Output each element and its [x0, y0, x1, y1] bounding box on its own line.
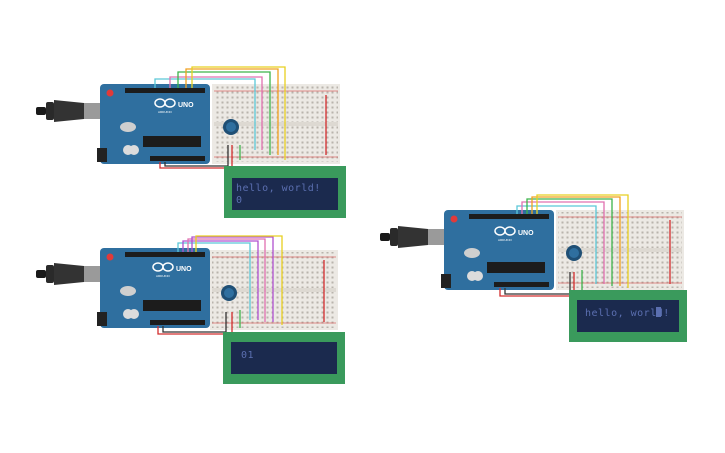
- breadboard[interactable]: [212, 84, 340, 164]
- potentiometer[interactable]: [566, 245, 582, 261]
- lcd-line-1: 01: [241, 350, 254, 361]
- board-model-label: UNO: [518, 230, 534, 237]
- usb-cable[interactable]: [36, 100, 100, 122]
- wires: [499, 194, 671, 297]
- board-model-label: UNO: [178, 102, 194, 109]
- arduino-board[interactable]: UNO ARDUINO: [441, 210, 554, 290]
- potentiometer[interactable]: [221, 285, 237, 301]
- potentiometer[interactable]: [223, 119, 239, 135]
- usb-cable[interactable]: [36, 263, 100, 285]
- lcd-cursor: [656, 307, 661, 317]
- circuit-right: UNO ARDUINO hello, wor: [380, 194, 687, 342]
- lcd-line-1: hello, world!: [585, 308, 670, 319]
- lcd-display[interactable]: hello, world!: [569, 290, 687, 342]
- lcd-line-1: hello, world!: [236, 183, 321, 194]
- arduino-logo: [152, 262, 174, 272]
- board-brand-label: ARDUINO: [498, 238, 513, 242]
- board-brand-label: ARDUINO: [158, 110, 173, 114]
- circuit-bottom-left: UNO ARDUINO 01: [36, 235, 345, 384]
- arduino-board[interactable]: UNO ARDUINO: [97, 248, 210, 328]
- wires: [157, 235, 325, 335]
- arduino-logo: [494, 226, 516, 236]
- lcd-display[interactable]: hello, world! 0: [224, 166, 346, 218]
- usb-cable[interactable]: [380, 226, 444, 248]
- circuit-top-left: UNO ARDUINO: [36, 66, 346, 218]
- board-model-label: UNO: [176, 266, 192, 273]
- lcd-display[interactable]: 01: [223, 332, 345, 384]
- board-brand-label: ARDUINO: [156, 274, 171, 278]
- lcd-line-2: 0: [236, 195, 243, 206]
- arduino-board[interactable]: UNO ARDUINO: [97, 84, 210, 164]
- wires: [154, 66, 327, 169]
- arduino-logo: [154, 98, 176, 108]
